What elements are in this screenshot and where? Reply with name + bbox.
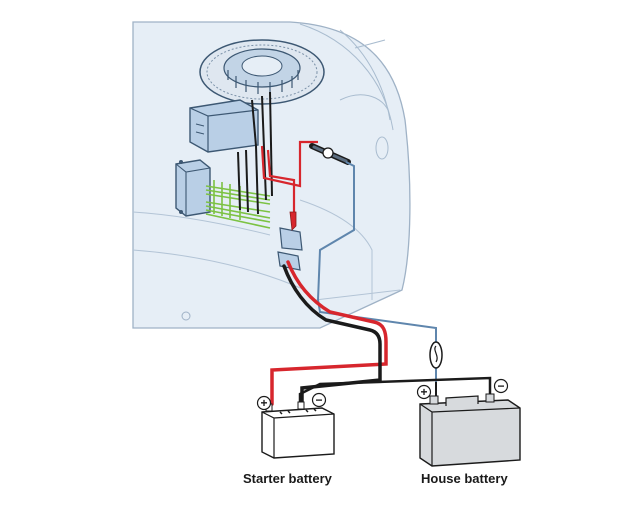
black-wires-engine	[237, 91, 273, 215]
battery-cables	[270, 260, 492, 406]
stator-flywheel-icon	[199, 39, 325, 105]
regulator-icon	[189, 99, 259, 153]
fuse-icon	[309, 143, 351, 165]
house-battery-icon	[419, 393, 521, 467]
house-positive-marker: +	[416, 384, 432, 400]
starter-positive-marker: +	[256, 395, 272, 411]
house-negative-marker: −	[493, 378, 509, 394]
blue-wire	[316, 161, 437, 344]
red-wire-engine	[260, 140, 318, 222]
house-battery-label: House battery	[421, 471, 508, 486]
starter-battery-label: Starter battery	[243, 471, 332, 486]
starter-negative-marker: −	[311, 392, 327, 408]
svg-text:−: −	[497, 379, 504, 393]
isolator-icon	[429, 341, 443, 369]
svg-text:−: −	[315, 393, 322, 407]
green-wire-harness	[205, 180, 271, 229]
svg-text:+: +	[260, 396, 267, 410]
svg-text:+: +	[420, 385, 427, 399]
starter-battery-icon	[261, 401, 335, 459]
control-module-icon	[175, 159, 211, 217]
